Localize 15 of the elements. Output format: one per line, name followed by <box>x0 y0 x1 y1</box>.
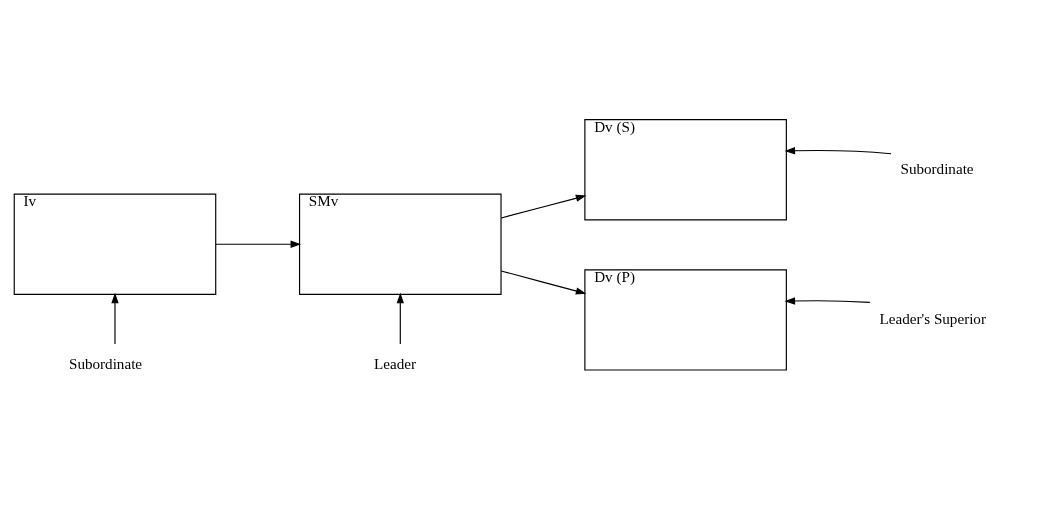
arrow <box>500 194 587 219</box>
node-text: Subordinate <box>900 160 974 177</box>
arrow <box>784 147 892 155</box>
node-text: Leader's Superior <box>879 310 986 327</box>
node-box: SMv <box>299 193 502 295</box>
arrow <box>111 292 119 345</box>
arrow <box>215 240 302 248</box>
node-box: Dv (P) <box>584 269 787 371</box>
node-box: Iv <box>13 193 217 295</box>
node-text: Leader <box>374 356 417 373</box>
arrow <box>500 270 587 295</box>
arrow <box>396 292 404 345</box>
node-text: Subordinate <box>68 356 143 373</box>
arrow <box>784 297 871 305</box>
node-box: Dv (S) <box>584 119 787 221</box>
